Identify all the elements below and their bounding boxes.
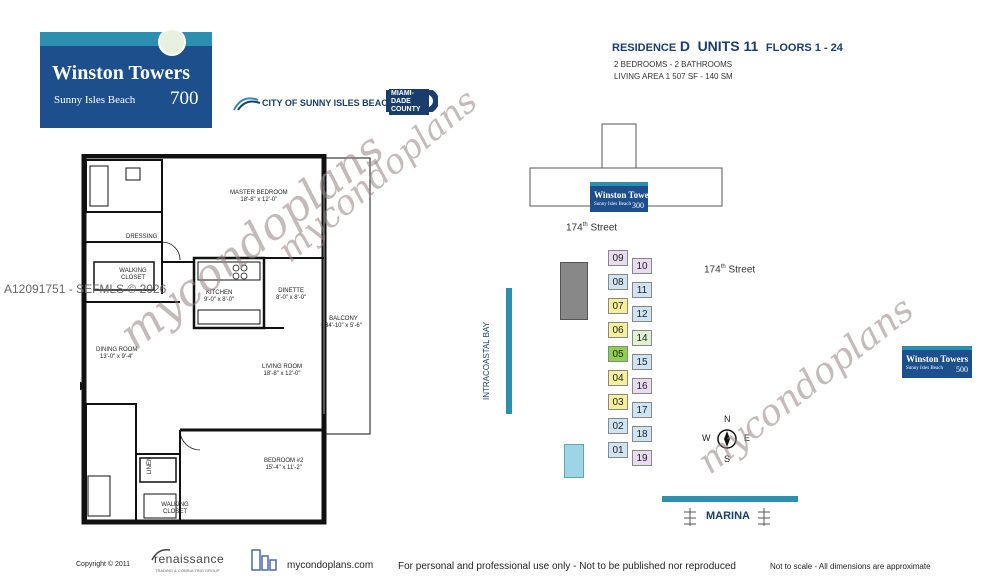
dressing-label: DRESSING [126, 234, 158, 240]
marina-label: MARINA [706, 510, 750, 522]
unit-08: 08 [608, 274, 628, 290]
street-right-suffix: th [720, 264, 726, 270]
residence-title: RESIDENCE D UNITS 11 FLOORS 1 - 24 [612, 38, 843, 54]
logo-name: Winston Towers [52, 62, 191, 84]
kitchen-name: KITCHEN [205, 290, 233, 296]
marina-docks-icon [684, 508, 770, 526]
bay-water [506, 288, 512, 414]
city-wave-icon [233, 97, 261, 111]
compass-east: E [744, 433, 751, 443]
tower-500-name: Winston Towers [906, 354, 969, 364]
parking-block [560, 262, 588, 320]
unit-17: 17 [632, 402, 652, 418]
unit-11: 11 [632, 282, 652, 298]
living-room-size: 18'-8" x 12'-0" [263, 371, 301, 378]
compass-icon [717, 429, 737, 449]
balcony-size: 34'-10" x 5'-6" [325, 323, 362, 330]
unit-10: 10 [632, 258, 652, 274]
street-label-right: 174th Street [704, 264, 755, 275]
tower-500-location: Sunny Isles Beach [906, 366, 943, 371]
floor-plan [80, 154, 371, 525]
renaissance-icon [151, 548, 171, 561]
living-area-spec: LIVING AREA 1 507 SF - 140 SM [614, 72, 733, 81]
unit-01: 01 [608, 442, 628, 458]
unit-16: 16 [632, 378, 652, 394]
unit-07: 07 [608, 298, 628, 314]
dinette-size: 8'-0" x 8'-0" [276, 295, 307, 302]
unit-19: 19 [632, 450, 652, 466]
logo-location: Sunny Isles Beach [54, 94, 136, 106]
tower-500-logo: Winston Towers Sunny Isles Beach 500 [902, 346, 972, 378]
residence-floors: FLOORS 1 - 24 [765, 42, 843, 54]
street-right-word: Street [728, 264, 756, 276]
residence-units: UNITS 11 [697, 38, 759, 54]
bay-label: INTRACOASTAL BAY [482, 321, 491, 400]
bedroom-2-size: 15'-4" x 11'-2" [265, 465, 302, 472]
compass-north: N [724, 414, 731, 424]
tower-500-number: 500 [956, 365, 968, 374]
dining-room-label: DINING ROOM 13'-0" x 9'-4" [96, 347, 137, 361]
mls-watermark: A12091751 - SEFMLS © 2026 [4, 282, 167, 296]
website: mycondoplans.com [287, 560, 374, 571]
compass-west: W [702, 433, 711, 443]
bedroom-2-label: BEDROOM #2 15'-4" x 11'-2" [264, 458, 303, 472]
master-bedroom-size: 18'-8" x 12'-0" [240, 197, 278, 204]
master-bedroom-label: MASTER BEDROOM 18'-8" x 12'-0" [230, 190, 288, 204]
city-logo-text: CITY OF SUNNY ISLES BEACH [262, 98, 395, 108]
bed-bath-spec: 2 BEDROOMS - 2 BATHROOMS [614, 60, 733, 69]
street-label-top: 174th Street [566, 222, 617, 233]
residence-label: RESIDENCE [612, 42, 677, 54]
dinette-label: DINETTE 8'-0" x 8'-0" [276, 288, 306, 302]
pool-block [564, 444, 584, 478]
living-room-name: LIVING ROOM [262, 364, 303, 370]
kitchen-label: KITCHEN 9'-0" x 8'-0" [204, 290, 234, 304]
usage-notice: For personal and professional use only -… [398, 561, 736, 572]
unit-04: 04 [608, 370, 628, 386]
county-logo-text: MIAMI-DADE COUNTY [389, 89, 429, 115]
balcony-name: BALCONY [329, 316, 358, 322]
unit-15: 15 [632, 354, 652, 370]
unit-03: 03 [608, 394, 628, 410]
dinette-name: DINETTE [278, 288, 304, 294]
winston-towers-logo: Winston Towers Sunny Isles Beach 700 [40, 28, 212, 128]
linen-label: LINEN [147, 456, 154, 475]
tower-300-number: 300 [632, 201, 644, 210]
watermark-3: mycondoplans [690, 288, 922, 483]
unit-02: 02 [608, 418, 628, 434]
residence-letter: D [679, 38, 690, 54]
dining-room-name: DINING ROOM [96, 347, 138, 353]
logo-number: 700 [170, 88, 199, 109]
seal-icon [158, 28, 186, 56]
bedroom-2-name: BEDROOM #2 [264, 458, 304, 464]
walking-closet-1-label: WALKING CLOSET [119, 268, 147, 282]
street-top-number: 174 [566, 222, 583, 234]
dining-room-size: 13'-0" x 9'-4" [99, 354, 134, 361]
balcony-label: BALCONY 34'-10" x 5'-6" [325, 316, 362, 330]
compass-south: S [724, 454, 731, 464]
unit-18: 18 [632, 426, 652, 442]
street-right-number: 174 [704, 264, 721, 276]
walking-closet-2-label: WALKING CLOSET [161, 502, 189, 516]
renaissance-subtitle: TRADING & CONSULTING GROUP [155, 568, 220, 573]
mycondoplans-icon [251, 549, 277, 571]
tower-300-name: Winston Towers [594, 190, 657, 200]
unit-09: 09 [608, 250, 628, 266]
renaissance-brand: renaissance [154, 552, 225, 566]
living-room-label: LIVING ROOM 18'-8" x 12'-0" [262, 364, 302, 378]
kitchen-size: 9'-0" x 8'-0" [204, 297, 235, 304]
tower-300-location: Sunny Isles Beach [594, 202, 631, 207]
copyright: Copyright © 2011 [76, 561, 131, 568]
marina-water [662, 496, 798, 502]
street-top-suffix: th [582, 222, 588, 228]
unit-14: 14 [632, 330, 652, 346]
scale-notice: Not to scale - All dimensions are approx… [770, 562, 931, 571]
unit-12: 12 [632, 306, 652, 322]
master-bedroom-name: MASTER BEDROOM [230, 190, 288, 196]
unit-map: 09 08 07 06 05 04 03 02 01 10 11 12 14 15 16 17 18 19 [608, 250, 656, 468]
tower-300-logo: Winston Towers Sunny Isles Beach 300 [590, 182, 656, 212]
street-top-word: Street [590, 222, 618, 234]
unit-05: 05 [608, 346, 628, 362]
unit-06: 06 [608, 322, 628, 338]
